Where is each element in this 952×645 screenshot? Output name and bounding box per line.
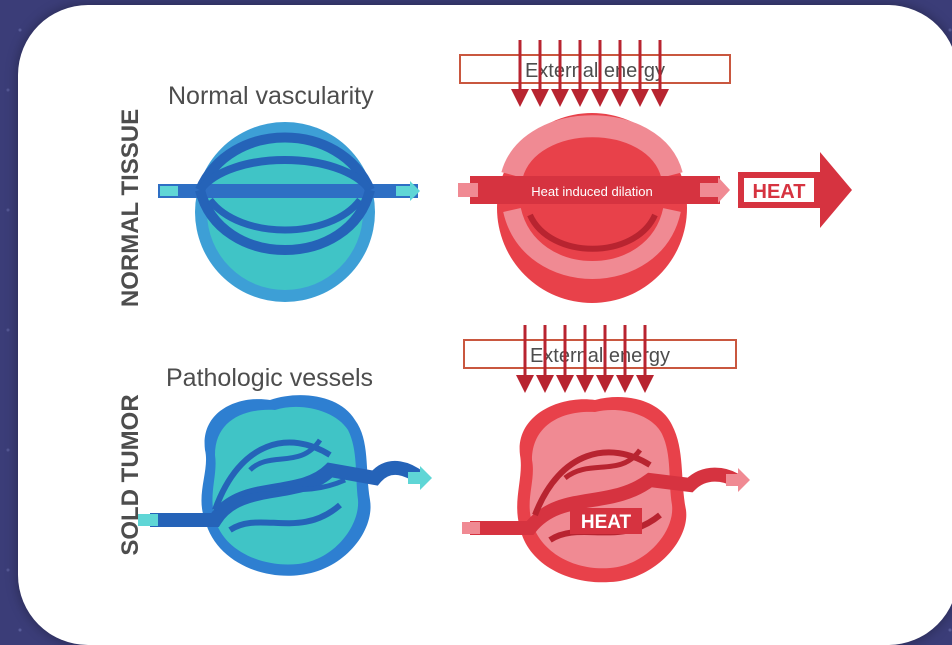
- row-label-normal-tissue: NORMAL TISSUE: [117, 109, 144, 307]
- external-energy-label-row1: External energy: [525, 60, 665, 82]
- heat-induced-dilation-label: Heat induced dilation: [531, 184, 652, 199]
- external-energy-box-row2: External energy: [464, 325, 736, 384]
- tumor-heated-vessel-diagram: HEAT: [462, 397, 750, 582]
- title-pathologic-vessels: Pathologic vessels: [166, 364, 373, 392]
- heat-output-arrow: HEAT: [738, 152, 852, 228]
- heat-output-label: HEAT: [753, 181, 806, 203]
- normal-cool-vessel-diagram: [158, 122, 420, 302]
- external-energy-box-row1: External energy: [460, 40, 730, 98]
- external-energy-label-row2: External energy: [530, 345, 670, 367]
- tumor-heat-label: HEAT: [581, 512, 632, 533]
- title-normal-vascularity: Normal vascularity: [168, 82, 374, 110]
- normal-heated-vessel-diagram: Heat induced dilation: [458, 113, 730, 303]
- tumor-cool-vessel-diagram: [138, 395, 432, 576]
- row-label-solid-tumor: SOLD TUMOR: [117, 394, 144, 555]
